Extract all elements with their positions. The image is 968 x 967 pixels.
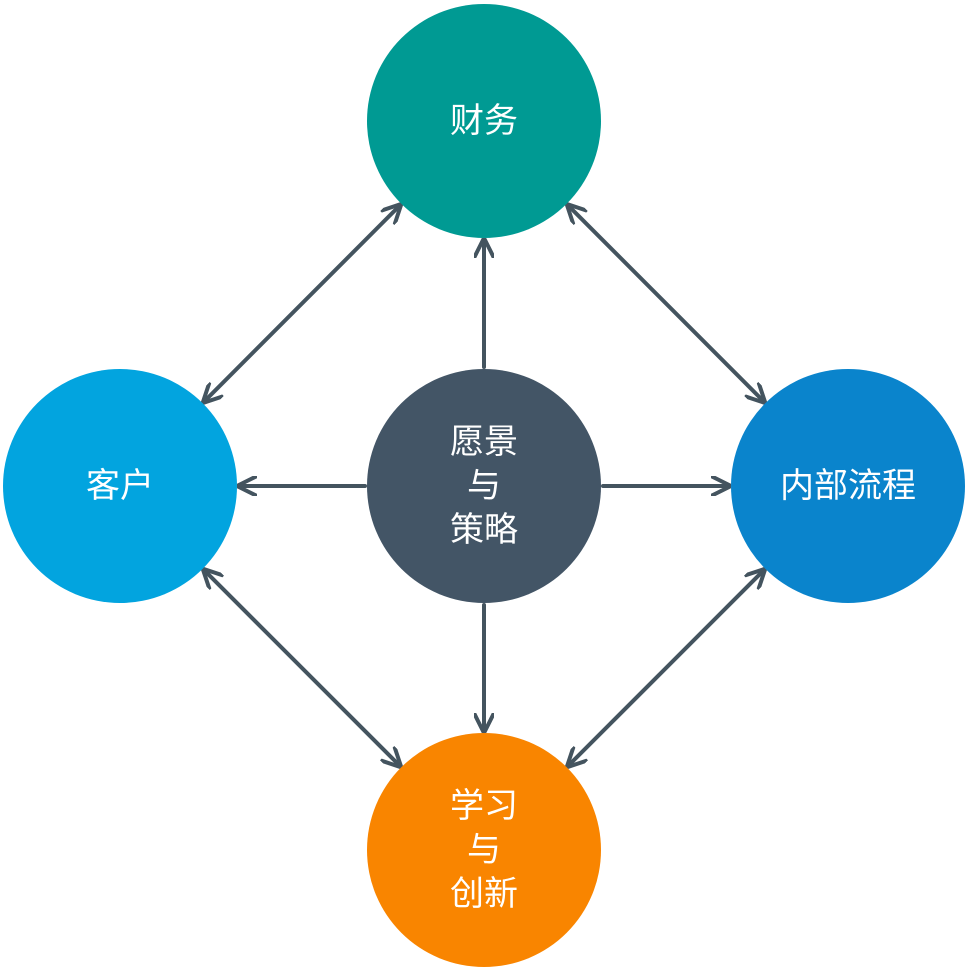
node-learning-label-line: 创新 [450, 874, 518, 914]
node-finance-label: 财务 [450, 101, 518, 141]
arrow-process-learning [568, 570, 764, 766]
node-center: 愿景与策略 [367, 369, 601, 603]
node-process: 内部流程 [731, 369, 965, 603]
node-customer: 客户 [3, 369, 237, 603]
nodes: 财务 客户 愿景与策略 内部流程 学习与创新 [3, 4, 965, 967]
node-learning-circle [367, 733, 601, 967]
node-learning-label: 学习与创新 [450, 786, 518, 914]
node-customer-label: 客户 [86, 466, 154, 506]
arrow-finance-process [568, 205, 764, 401]
node-learning-label-line: 学习 [450, 786, 518, 826]
node-center-circle [367, 369, 601, 603]
arrow-finance-customer [204, 205, 400, 401]
node-finance: 财务 [367, 4, 601, 238]
node-finance-label-line: 财务 [450, 101, 518, 141]
node-center-label-line: 与 [467, 466, 501, 506]
arrow-customer-learning [204, 570, 400, 766]
node-learning-label-line: 与 [467, 830, 501, 870]
node-learning: 学习与创新 [367, 733, 601, 967]
node-customer-circle [3, 369, 237, 603]
connectors [204, 205, 764, 766]
node-center-label-line: 愿景 [450, 422, 518, 462]
node-process-circle [731, 369, 965, 603]
node-process-label-line: 内部流程 [780, 466, 916, 506]
node-center-label: 愿景与策略 [450, 422, 518, 550]
node-finance-circle [367, 4, 601, 238]
node-customer-label-line: 客户 [86, 466, 154, 506]
node-process-label: 内部流程 [780, 466, 916, 506]
node-center-label-line: 策略 [450, 510, 518, 550]
